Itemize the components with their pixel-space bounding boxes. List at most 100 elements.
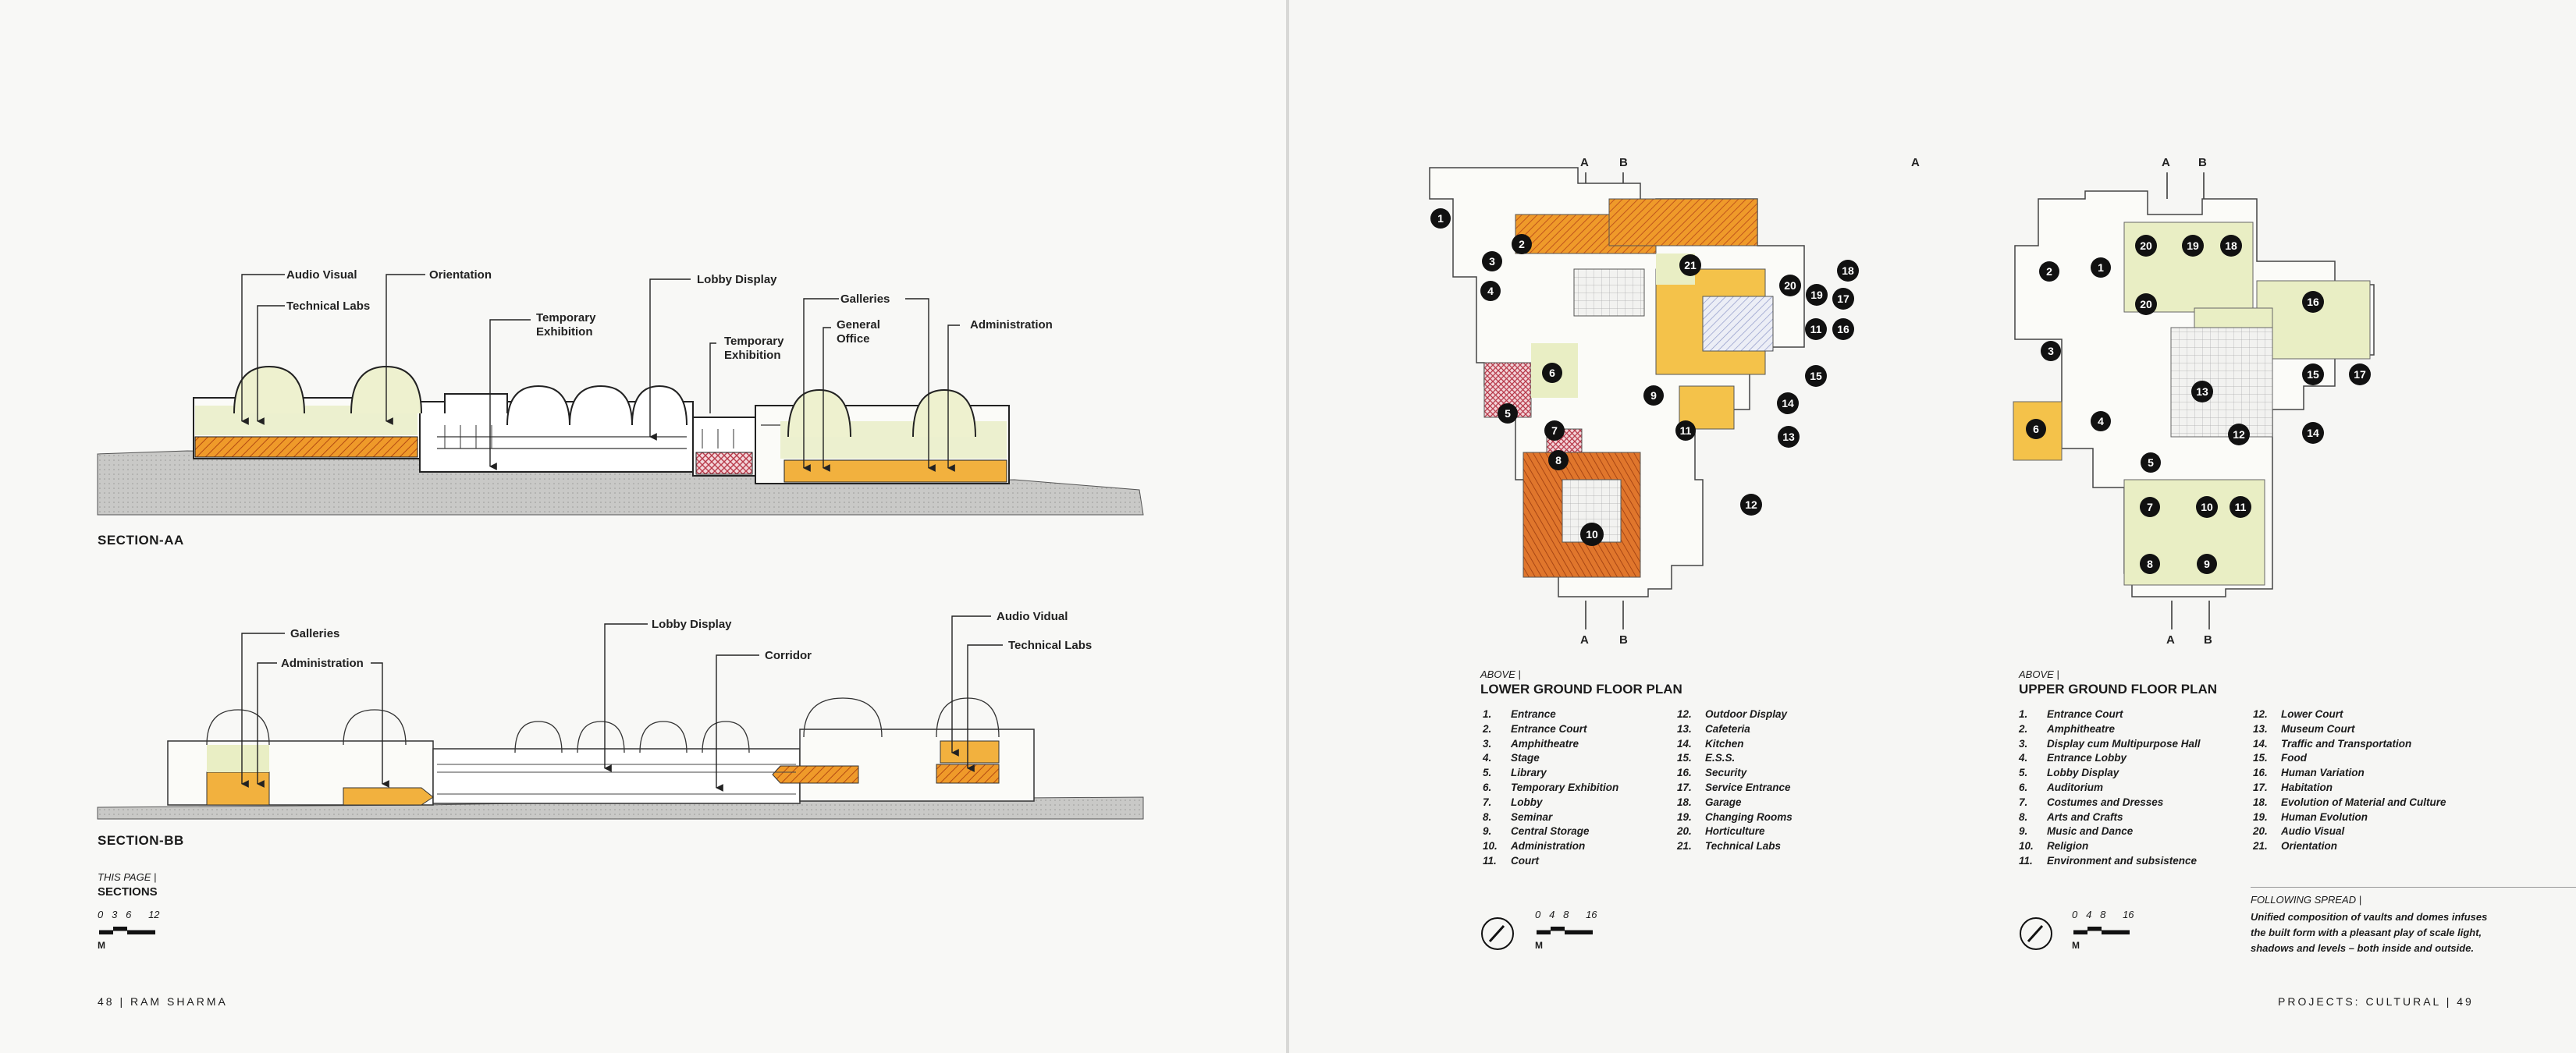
label-bb-galleries: Galleries xyxy=(290,627,339,640)
label-bb-audio-vidual: Audio Vidual xyxy=(997,610,1068,623)
svg-text:8: 8 xyxy=(1555,454,1562,466)
svg-text:B: B xyxy=(2204,633,2212,647)
legend-item: 3.Amphitheatre xyxy=(1483,737,1579,750)
legend-item: 13.Museum Court xyxy=(2253,722,2355,735)
legend-item: 13.Cafeteria xyxy=(1677,722,1750,735)
label-aa-administration: Administration xyxy=(970,318,1053,332)
legend-item: 12.Lower Court xyxy=(2253,708,2343,720)
scale-bar-lower-plan: 0 4 8 16 M xyxy=(1535,909,1597,951)
legend-item: 16.Human Variation xyxy=(2253,767,2365,779)
legend-item: 7.Lobby xyxy=(1483,796,1543,808)
svg-text:19: 19 xyxy=(1810,289,1823,301)
svg-text:16: 16 xyxy=(2307,296,2319,308)
svg-text:3: 3 xyxy=(1489,255,1495,268)
legend-item: 14.Kitchen xyxy=(1677,737,1744,750)
svg-text:20: 20 xyxy=(1784,279,1796,292)
svg-text:4: 4 xyxy=(1487,285,1494,297)
svg-text:2: 2 xyxy=(1519,238,1525,250)
lower-ground-floor-plan: A B A B 1 2 3 4 5 6 7 8 9 xyxy=(1429,156,1859,647)
legend-item: 7.Costumes and Dresses xyxy=(2019,796,2164,808)
svg-text:6: 6 xyxy=(2033,423,2039,435)
svg-text:21: 21 xyxy=(1684,259,1697,271)
legend-item: 18.Evolution of Material and Culture xyxy=(2253,796,2446,808)
svg-text:12: 12 xyxy=(2233,428,2245,441)
legend-item: 20.Horticulture xyxy=(1677,825,1765,838)
scale-bar-sections: 0 3 6 12 M xyxy=(98,909,176,956)
legend-item: 14.Traffic and Transportation xyxy=(2253,737,2412,750)
svg-text:6: 6 xyxy=(1549,367,1555,379)
lower-plan-title: LOWER GROUND FLOOR PLAN xyxy=(1480,682,1682,697)
legend-item: 15.Food xyxy=(2253,752,2307,764)
section-cut-arrow-icon xyxy=(2166,172,2210,629)
svg-text:5: 5 xyxy=(1505,407,1511,420)
label-aa-technical-labs: Technical Labs xyxy=(286,300,370,313)
svg-text:A: A xyxy=(1911,156,1920,169)
label-aa-lobby-display: Lobby Display xyxy=(697,273,777,286)
legend-item: 10.Administration xyxy=(1483,840,1586,853)
north-arrow-icon xyxy=(1481,917,1514,950)
caption-title: SECTIONS xyxy=(98,885,158,899)
legend-item: 12.Outdoor Display xyxy=(1677,708,1788,720)
svg-text:17: 17 xyxy=(2354,368,2366,381)
legend-item: 9.Music and Dance xyxy=(2019,825,2134,838)
svg-text:17: 17 xyxy=(1837,292,1849,305)
svg-text:A: A xyxy=(2166,633,2175,647)
legend-item: 15.E.S.S. xyxy=(1677,752,1736,764)
svg-text:13: 13 xyxy=(1782,431,1795,443)
legend-item: 6.Temporary Exhibition xyxy=(1483,781,1619,793)
folio-right: PROJECTS: CULTURAL | 49 xyxy=(2278,995,2474,1008)
svg-text:15: 15 xyxy=(1810,370,1822,382)
legend-item: 5.Lobby Display xyxy=(2019,767,2119,779)
label-bb-corridor: Corridor xyxy=(765,649,812,662)
upper-ground-floor-plan: A A B A B 1 2 3 4 5 6 7 8 9 10 11 xyxy=(1911,156,2375,647)
svg-text:A: A xyxy=(1580,633,1589,647)
legend-item: 5.Library xyxy=(1483,767,1547,779)
svg-text:12: 12 xyxy=(1745,498,1757,511)
legend-item: 11.Court xyxy=(1483,854,1539,867)
legend-item: 19.Changing Rooms xyxy=(1677,810,1793,823)
svg-text:1: 1 xyxy=(1437,212,1444,225)
legend-item: 19.Human Evolution xyxy=(2253,810,2368,823)
legend-item: 10.Religion xyxy=(2019,840,2089,853)
legend-item: 11.Environment and subsistence xyxy=(2019,854,2198,867)
label-aa-temp-exhibition-1a: Temporary xyxy=(536,311,596,324)
lower-plan-kicker: ABOVE | xyxy=(1480,668,1521,680)
svg-text:B: B xyxy=(2198,156,2207,169)
label-bb-administration: Administration xyxy=(281,657,364,670)
svg-text:2: 2 xyxy=(2046,265,2052,278)
scale-bar-graphic xyxy=(99,927,155,934)
svg-text:18: 18 xyxy=(1842,264,1854,277)
page-gutter xyxy=(1286,0,1289,1053)
section-bb-drawing: Galleries Administration Lobby Display C… xyxy=(97,610,1144,820)
svg-text:20: 20 xyxy=(2140,239,2152,252)
svg-text:3: 3 xyxy=(2048,345,2054,357)
label-aa-temp-exhibition-2b: Exhibition xyxy=(724,349,781,362)
plan-marker: 1 xyxy=(1430,208,1451,229)
upper-plan-legend-col2: 12.Lower Court 13.Museum Court 14.Traffic … xyxy=(2253,707,2446,854)
svg-text:9: 9 xyxy=(2204,558,2210,570)
svg-text:14: 14 xyxy=(2307,427,2319,439)
svg-text:13: 13 xyxy=(2196,385,2208,398)
section-aa-drawing: Audio Visual Technical Labs Orientation … xyxy=(97,268,1144,516)
upper-plan-title: UPPER GROUND FLOOR PLAN xyxy=(2019,682,2218,697)
right-page: A B A B 1 2 3 4 5 6 7 8 9 xyxy=(1289,0,2576,1053)
section-aa-title: SECTION-AA xyxy=(98,533,184,548)
label-aa-general-office-b: Office xyxy=(837,332,870,346)
legend-item: 8.Seminar xyxy=(1483,810,1553,823)
svg-text:10: 10 xyxy=(1586,528,1598,541)
legend-item: 2.Entrance Court xyxy=(1483,722,1587,735)
svg-text:B: B xyxy=(1619,156,1628,169)
caption-kicker: THIS PAGE | xyxy=(98,871,157,883)
following-divider xyxy=(2251,887,2576,888)
svg-text:19: 19 xyxy=(2187,239,2199,252)
svg-text:A: A xyxy=(1580,156,1589,169)
legend-item: 4.Stage xyxy=(1483,752,1540,764)
svg-text:20: 20 xyxy=(2140,298,2152,310)
label-aa-general-office-a: General xyxy=(837,318,880,332)
svg-text:18: 18 xyxy=(2225,239,2237,252)
svg-text:7: 7 xyxy=(2147,501,2153,513)
svg-text:1: 1 xyxy=(2098,261,2104,274)
legend-item: 8.Arts and Crafts xyxy=(2019,810,2123,823)
legend-item: 16.Security xyxy=(1677,767,1747,779)
